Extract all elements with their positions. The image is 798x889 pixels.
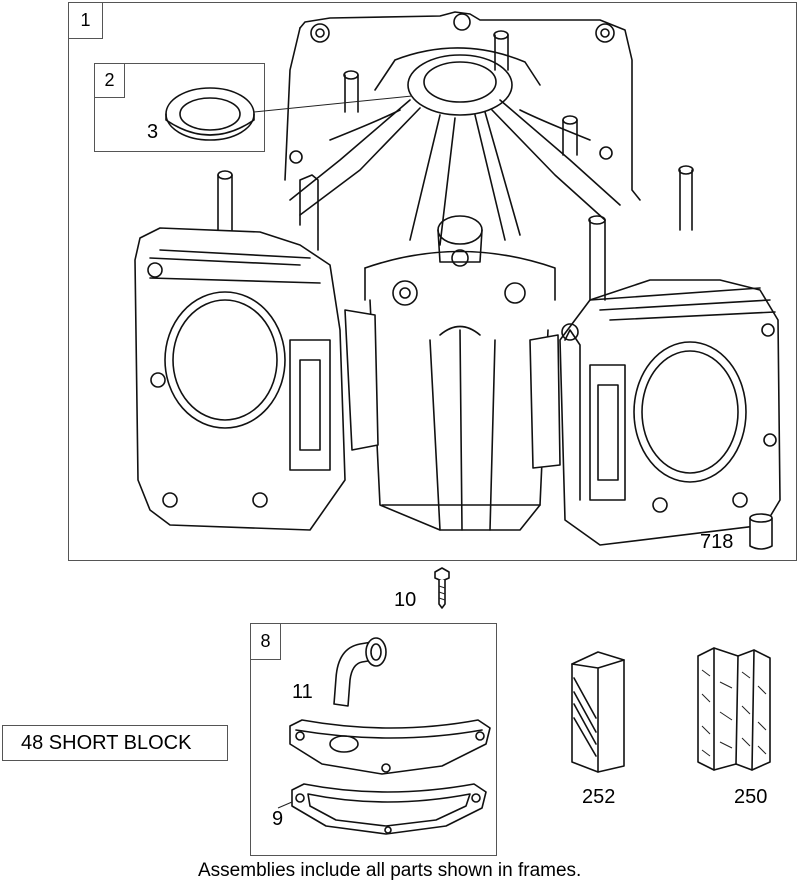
- callout-718: 718: [700, 531, 734, 553]
- callout-3: 3: [147, 121, 159, 143]
- seal-group-frame: 2: [94, 63, 265, 152]
- callout-252: 252: [582, 786, 616, 808]
- callout-9: 9: [272, 808, 284, 830]
- part-252-illustration: [571, 651, 625, 773]
- breather-cover-illustration: [289, 719, 491, 775]
- callout-250: 250: [734, 786, 768, 808]
- assemblies-footnote: Assemblies include all parts shown in fr…: [198, 860, 582, 881]
- breather-tube-illustration: [333, 637, 387, 707]
- callout-11: 11: [292, 681, 313, 703]
- frame-number-2: 2: [95, 64, 125, 98]
- frame-number-1: 1: [69, 3, 103, 39]
- callout-10: 10: [394, 589, 417, 611]
- breather-group-frame: 8: [250, 623, 497, 856]
- short-block-label: 48 SHORT BLOCK: [2, 725, 228, 761]
- gasket-illustration: [277, 783, 487, 835]
- engine-block-frame: 1: [68, 2, 797, 561]
- seal-ring-illustration: [165, 87, 413, 141]
- part-250-illustration: [697, 647, 771, 771]
- frame-number-8: 8: [251, 624, 281, 660]
- screw-illustration: [434, 567, 450, 609]
